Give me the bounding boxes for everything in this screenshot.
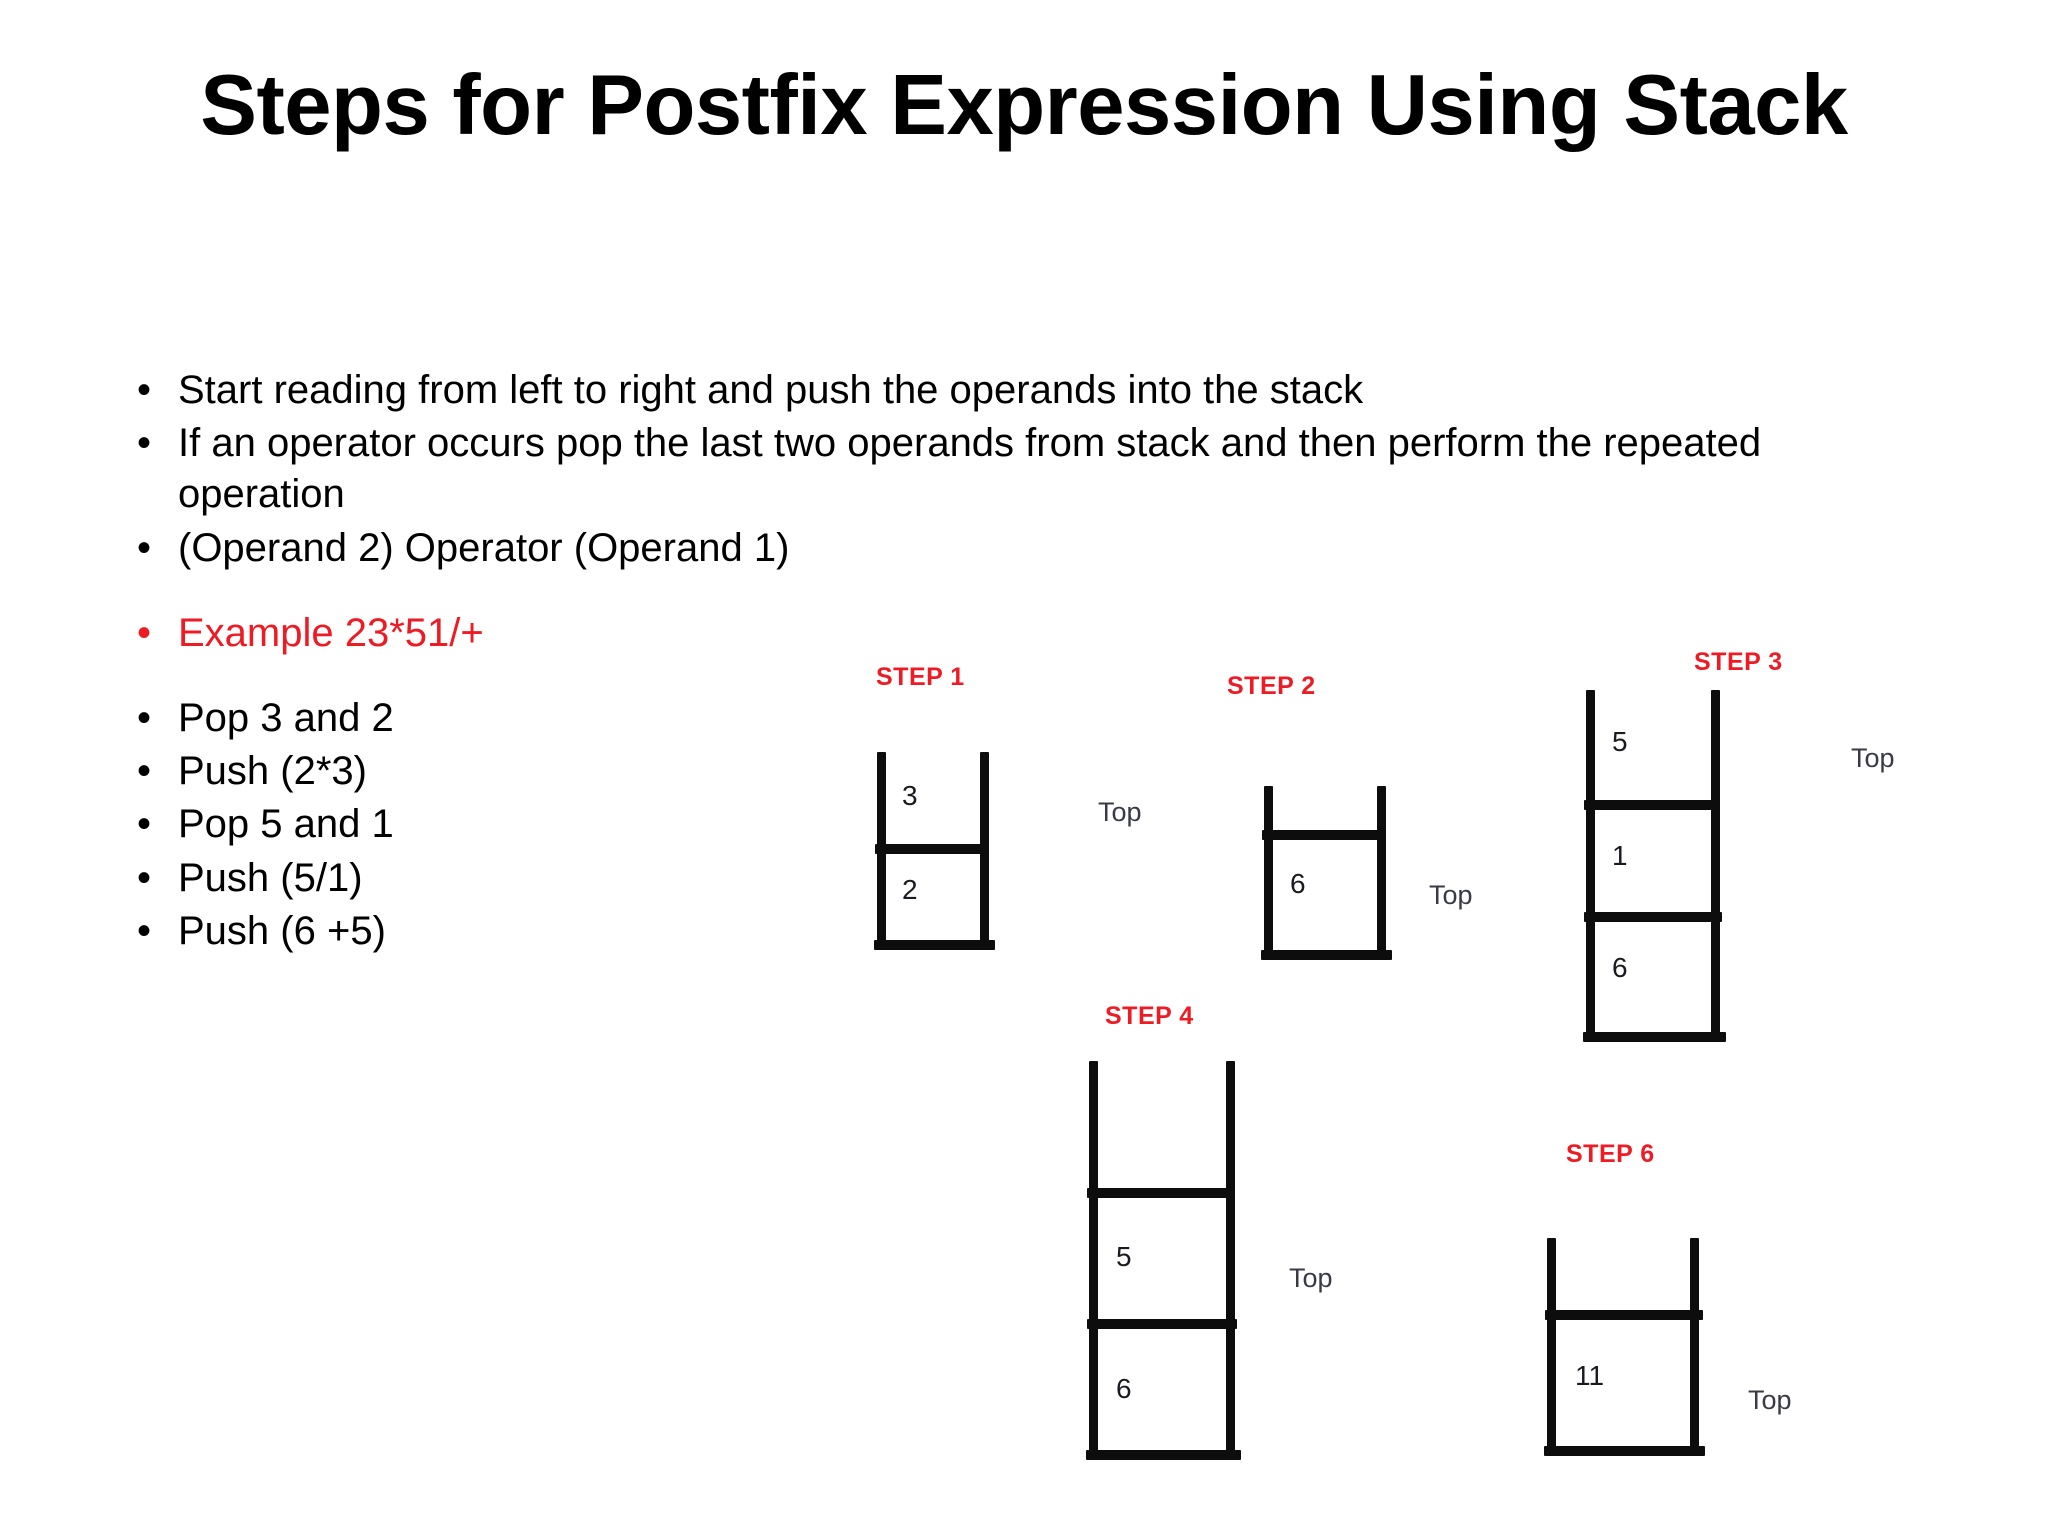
bullet-marker-icon: • [136,908,151,953]
list-item: • Push (5/1) [110,853,1920,904]
list-item-label: Push (6 +5) [178,908,386,953]
list-item-label: Start reading from left to right and pus… [178,368,1364,412]
list-item-label: Pop 3 and 2 [178,695,394,740]
bullet-marker-icon: • [136,368,151,412]
bullet-marker-icon: • [136,421,151,466]
stack-cell-value: 6 [1116,1373,1132,1404]
stack-wall-left [1547,1238,1556,1456]
stack-cell-value: 11 [1575,1360,1605,1391]
bullet-marker-icon: • [136,610,151,655]
list-item: • Push (2*3) [110,746,1920,797]
stack-base [1086,1450,1241,1460]
step-6-top-pointer-label: Top [1748,1385,1792,1415]
step-4-stack: 5 6 [1086,1061,1241,1460]
page-title: Steps for Postfix Expression Using Stack [200,58,1848,153]
step-6-label: STEP 6 [1566,1140,1655,1168]
list-item-example: • Example 23*51/+ [110,608,1920,659]
bullet-marker-icon: • [136,695,151,740]
bullet-marker-icon: • [136,525,151,570]
step-6-stack: 11 [1544,1238,1705,1456]
bullet-marker-icon: • [136,855,151,900]
list-item: • Start reading from left to right and p… [110,365,1920,416]
stack-base [1583,1032,1726,1042]
list-item: • (Operand 2) Operator (Operand 1) [110,523,1920,574]
list-item-label: (Operand 2) Operator (Operand 1) [178,525,790,570]
stack-cell-divider [1087,1188,1231,1198]
stack-wall-left [1089,1061,1098,1460]
list-item: • If an operator occurs pop the last two… [110,418,1920,520]
bullet-list: • Start reading from left to right and p… [110,365,1920,959]
step-4-label: STEP 4 [1105,1002,1194,1030]
stack-cell-value: 5 [1116,1241,1132,1272]
stack-cell-divider [1545,1310,1703,1320]
list-item: • Push (6 +5) [110,906,1920,957]
example-expression-label: Example 23*51/+ [178,610,484,655]
stack-base [1544,1446,1705,1456]
step-4-top-pointer-label: Top [1289,1263,1333,1293]
list-item-label: Push (2*3) [178,749,367,794]
bullet-marker-icon: • [136,749,151,794]
list-item-label: If an operator occurs pop the last two o… [178,421,1762,517]
stack-wall-right [1226,1061,1235,1460]
list-item: • Pop 5 and 1 [110,799,1920,850]
stack-wall-right [1690,1238,1699,1456]
bullet-marker-icon: • [136,802,151,847]
list-item: • Pop 3 and 2 [110,693,1920,744]
list-item-label: Pop 5 and 1 [178,802,394,847]
stack-cell-divider [1087,1319,1237,1329]
list-item-label: Push (5/1) [178,855,363,900]
